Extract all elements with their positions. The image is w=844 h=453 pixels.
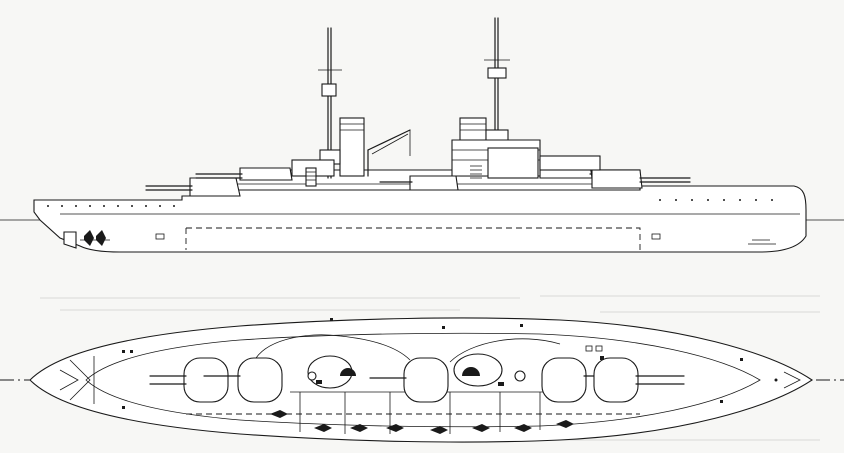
aft-superfiring-turret <box>195 167 293 181</box>
aft-main-turret <box>145 177 241 197</box>
plan-boat-deck-fore <box>449 338 561 363</box>
midship-turret <box>379 175 459 191</box>
boat-crane <box>367 129 411 177</box>
side-elevation-view <box>0 17 844 253</box>
plan-view <box>0 317 844 443</box>
plan-turret-midship <box>369 357 449 403</box>
hull-port-fore <box>651 233 661 240</box>
plan-bow-fittings <box>774 371 801 389</box>
aft-mast <box>318 27 342 179</box>
plan-turret-aft-superfiring <box>203 357 283 403</box>
plan-turret-aft <box>149 357 229 403</box>
plan-turret-fore <box>593 357 685 403</box>
plan-deck-fittings <box>330 318 743 403</box>
forward-main-turret <box>591 169 691 189</box>
quarterdeck-fittings <box>59 350 133 409</box>
inner-deck-edge <box>85 332 761 428</box>
anchor-hawse <box>748 239 776 245</box>
portholes-fore <box>659 199 773 201</box>
plan-boat-deck-aft <box>255 334 411 361</box>
aft-funnel <box>339 117 365 177</box>
portholes-aft <box>47 205 175 207</box>
propellers-rudder <box>63 230 110 249</box>
hull-outline <box>33 185 807 253</box>
hull-port-aft <box>155 233 165 240</box>
paper-bleed-through <box>40 295 820 441</box>
plan-fore-funnel <box>453 353 503 387</box>
forward-bridge-structure <box>470 147 601 179</box>
aft-bridge-structure <box>291 159 335 187</box>
plan-dark-fittings <box>307 367 526 386</box>
armour-belt-line <box>186 227 641 250</box>
plan-boats <box>270 410 574 434</box>
